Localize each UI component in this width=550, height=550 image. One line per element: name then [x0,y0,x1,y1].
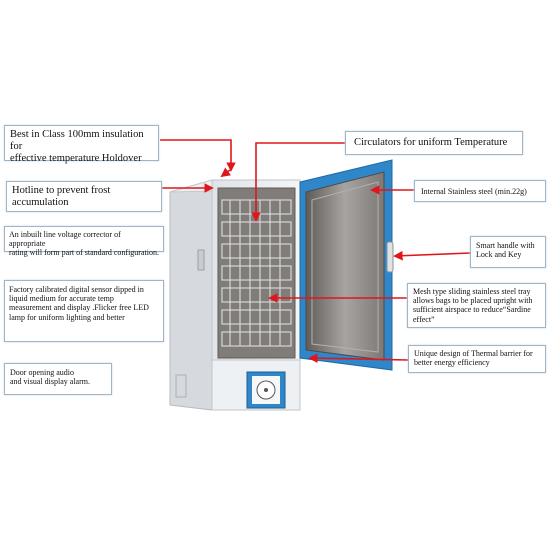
callout-insulation-text: Best in Class 100mm insulation for effec… [10,129,144,165]
callout-tray: Mesh type sliding stainless steel tray a… [407,283,546,328]
arrow-handle [393,250,471,261]
door-gasket [311,181,379,353]
callout-circulators-text: Circulators for uniform Temperature [354,137,508,148]
callout-hotline-text: Hotline to prevent frost accumulation [12,185,111,209]
callout-stainless: Internal Stainless steel (min.22g) [414,180,546,202]
callout-sensor: Factory calibrated digital sensor dipped… [4,280,164,342]
door-handle [386,241,394,273]
callout-hotline: Hotline to prevent frost accumulation [6,181,162,212]
callout-tray-text: Mesh type sliding stainless steel tray a… [413,287,533,324]
vent-grille [175,374,187,398]
callout-circulators: Circulators for uniform Temperature [345,131,523,155]
callout-alarm-text: Door opening audio and visual display al… [10,368,90,387]
interior-chamber [217,187,296,359]
callout-handle: Smart handle with Lock and Key [470,236,546,268]
callout-voltage: An inbuilt line voltage corrector of app… [4,226,164,257]
callout-insulation: Best in Class 100mm insulation for effec… [4,125,159,164]
callout-thermal: Unique design of Thermal barrier for bet… [408,345,546,373]
annotation-arrows [160,139,471,363]
arrow-circulators [251,142,345,222]
arrow-insulation-2 [220,167,232,178]
hinge [197,249,205,271]
arrow-thermal [308,353,409,363]
callout-handle-text: Smart handle with Lock and Key [476,241,535,260]
mesh-trays [221,199,292,347]
callout-thermal-text: Unique design of Thermal barrier for bet… [414,349,533,368]
arrow-insulation [160,139,236,172]
callout-voltage-text: An inbuilt line voltage corrector of app… [9,230,159,258]
callout-sensor-text: Factory calibrated digital sensor dipped… [9,285,149,322]
door-inner-panel [305,171,385,361]
callout-stainless-text: Internal Stainless steel (min.22g) [421,187,527,196]
callout-alarm: Door opening audio and visual display al… [4,363,112,395]
